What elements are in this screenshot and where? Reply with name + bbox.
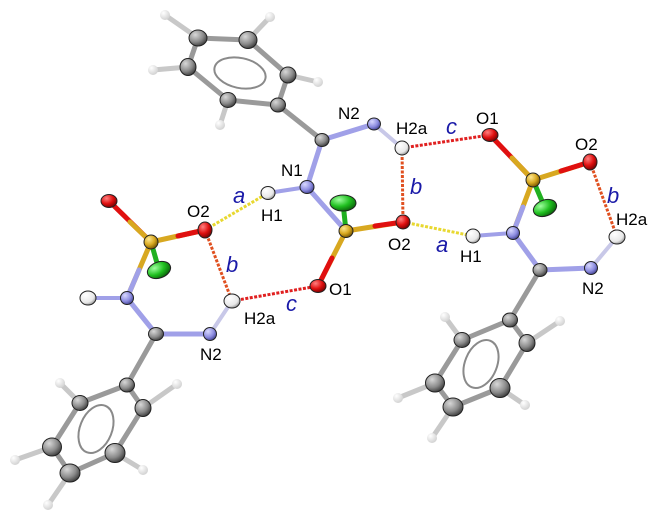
interaction-label-a-right: a <box>436 232 448 257</box>
label-right-h1: H1 <box>460 247 482 266</box>
hbond-a-left <box>204 191 269 232</box>
interaction-label-a-left: a <box>233 183 245 208</box>
top-phenyl-carbons <box>179 29 297 113</box>
left-phenyl-carbons <box>42 377 152 483</box>
right-o1-atom <box>481 128 499 142</box>
hydrogen-bonds <box>203 133 619 303</box>
left-o2-atom <box>197 221 213 239</box>
right-n2-atom <box>584 261 598 275</box>
top-phenyl-hydrogens <box>148 10 323 130</box>
right-o2-atom <box>582 153 598 171</box>
label-left-o2: O2 <box>187 202 210 221</box>
interaction-label-b-right: b <box>607 183 619 208</box>
label-left-n2: N2 <box>200 345 222 364</box>
label-left-h2a: H2a <box>244 309 276 328</box>
hbond-c-left <box>231 284 319 303</box>
right-phenyl-carbons <box>425 312 536 417</box>
label-center-o2: O2 <box>388 235 411 254</box>
right-s-atom <box>525 172 541 188</box>
label-right-n2: N2 <box>582 279 604 298</box>
center-cl-atom <box>329 194 357 212</box>
right-c-amidine <box>532 263 548 277</box>
label-center-h2a: H2a <box>396 119 428 138</box>
top-phenyl-bonds <box>185 35 325 143</box>
right-phenyl-bonds <box>432 317 530 410</box>
left-n-atom <box>120 291 134 305</box>
label-center-o1: O1 <box>329 280 352 299</box>
left-h-atom <box>79 290 97 306</box>
left-s-atom <box>143 234 159 250</box>
interaction-label-c-left: c <box>286 291 297 316</box>
aromatic-rings <box>77 56 500 454</box>
center-h1-atom <box>260 186 276 200</box>
right-h2a-atom <box>608 229 626 245</box>
right-n-atom <box>506 226 520 240</box>
right-phenyl-hydrogens <box>393 312 565 443</box>
hbond-a-right <box>402 220 474 238</box>
center-s-atom <box>338 224 354 238</box>
right-cl-atom <box>532 198 558 218</box>
center-c-amidine <box>314 133 330 147</box>
top-ring-circle <box>213 56 267 90</box>
center-o2-atom <box>395 214 411 230</box>
hbond-c-top <box>401 133 491 150</box>
center-h2a-atom <box>394 140 410 156</box>
left-h2a-atom <box>223 293 241 309</box>
left-ring-circle <box>77 404 115 454</box>
right-h1-atom <box>465 228 481 244</box>
center-o1-atom <box>309 279 327 293</box>
center-n2-atom <box>367 117 381 131</box>
hbond-b-center <box>400 147 405 223</box>
right-ring-circle <box>462 339 500 389</box>
left-c-amidine <box>148 327 164 341</box>
label-right-o2: O2 <box>575 135 598 154</box>
interaction-labels: a b c b c a b <box>226 114 619 316</box>
bonds <box>12 12 619 508</box>
label-right-o1: O1 <box>476 109 499 128</box>
left-n2-atom <box>203 327 217 341</box>
left-cl-atom <box>146 260 172 280</box>
interaction-label-b-center: b <box>410 174 422 199</box>
label-center-n2: N2 <box>338 104 360 123</box>
label-center-n1: N1 <box>281 161 303 180</box>
label-right-h2a: H2a <box>616 210 648 229</box>
left-phenyl-ch-bonds <box>12 380 180 508</box>
left-o-terminal-atom <box>100 194 118 208</box>
center-n1-atom <box>299 180 315 194</box>
atom-labels: O2 N2 H2a N1 H1 N2 H2a O1 O2 O1 O2 H1 H2… <box>187 104 648 364</box>
interaction-label-b-left: b <box>226 252 238 277</box>
atoms <box>10 10 626 510</box>
label-center-h1: H1 <box>261 206 283 225</box>
hbond-b-left <box>203 229 234 302</box>
left-phenyl-hydrogens <box>10 378 182 510</box>
interaction-label-c-top: c <box>446 114 457 139</box>
